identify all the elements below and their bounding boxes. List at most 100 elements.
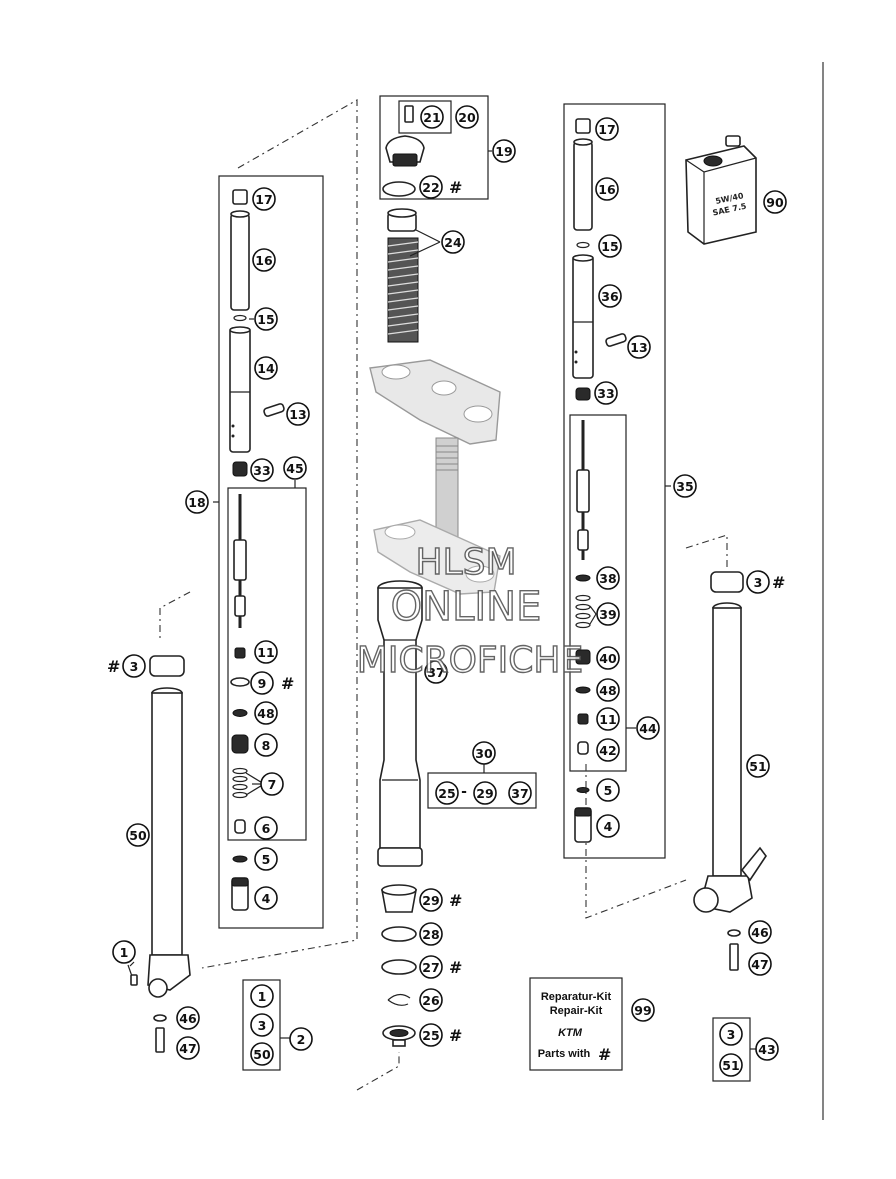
right-spring-33 [575,387,591,401]
callout-c51b: 51 [719,1053,743,1077]
callout-label-c27: 27 [422,960,439,975]
left-bolt-47 [155,1027,165,1053]
callout-label-c39: 39 [599,607,616,622]
callout-label-c9: 9 [258,676,267,691]
callout-c26: 26 [419,988,443,1012]
callout-label-c19: 19 [495,144,512,159]
callout-c17a: 17 [252,187,276,211]
callout-c90: 90 [763,190,787,214]
callout-c29a: 29 [473,781,497,805]
callout-c35: 35 [673,474,697,498]
callout-c6: 6 [254,816,278,840]
callout-label-c99: 99 [634,1003,651,1018]
center-clip-26 [387,993,411,1006]
hash-25: # [449,1026,462,1045]
watermark: HLSM ONLINE MICROFICHE [356,541,584,681]
callout-label-c11a: 11 [257,645,274,660]
right-washer-48 [575,686,591,694]
left-washer-9 [230,677,250,687]
center-seal-27 [381,959,417,975]
callout-c36: 36 [598,284,622,308]
callout-c14: 14 [254,356,278,380]
callout-label-c38: 38 [599,571,616,586]
center-group [356,95,537,1091]
hash-3-right: # [772,573,785,592]
callout-label-c25b: 25 [422,1028,439,1043]
right-shims-39 [575,594,591,602]
left-spring-33 [232,461,248,477]
right-valve-11 [577,713,589,725]
callout-label-c21: 21 [423,110,440,125]
callout-label-c3b: 3 [258,1018,267,1033]
callout-label-c51b: 51 [722,1058,739,1073]
callout-label-c29a: 29 [476,786,493,801]
callout-label-c3d: 3 [727,1027,736,1042]
callout-label-c26: 26 [422,993,440,1008]
left-valve-11 [234,647,246,659]
hash-22: # [449,178,462,197]
callout-label-c17b: 17 [598,122,615,137]
callout-c45: 45 [283,456,307,480]
callout-c37a: 37 [424,660,448,684]
callout-label-c90: 90 [766,195,784,210]
callout-label-c36: 36 [601,289,619,304]
callout-c16b: 16 [595,177,619,201]
callout-label-c46b: 46 [751,925,769,940]
callout-c44: 44 [636,716,660,740]
callout-label-c43: 43 [758,1042,775,1057]
right-cap-17 [575,118,591,134]
callout-label-c17a: 17 [255,192,272,207]
hash-29: # [449,891,462,910]
callout-label-c25a: 25 [438,786,455,801]
left-tube-16 [230,213,250,311]
left-piston-8 [231,734,249,754]
callout-label-c1a: 1 [120,945,129,960]
left-tube-dash [159,591,191,640]
right-cartridge-box [563,103,666,859]
right-washer-38 [575,574,591,582]
hash-27: # [449,958,462,977]
callout-label-c29b: 29 [422,893,439,908]
callout-label-c7: 7 [268,777,277,792]
hash-9: # [281,674,294,693]
left-pin-13 [263,403,285,417]
callout-c50b: 50 [250,1042,274,1066]
callout-c51a: 51 [746,754,770,778]
callout-c5a: 5 [254,847,278,871]
callout-label-c14: 14 [257,361,275,376]
right-outer-tube-51 [712,607,742,877]
callout-c11a: 11 [254,640,278,664]
right-tube-36 [572,255,594,379]
left-dash-outline [201,99,358,969]
callout-label-c22: 22 [422,180,439,195]
callout-c99: 99 [631,998,655,1022]
callout-c1a: 1 [112,940,136,964]
callout-c19: 19 [492,139,516,163]
left-cap-3 [149,655,185,677]
right-tube-16 [573,141,593,231]
hash-marks: # # # # # # # [107,178,785,1045]
left-nut-6 [234,819,246,834]
callout-c7: 7 [260,772,284,796]
callout-c21: 21 [420,105,444,129]
callout-label-c37b: 37 [511,786,528,801]
center-bolt-box [398,100,452,134]
right-damper-box [569,414,627,772]
callout-c15a: 15 [254,307,278,331]
callout-c33b: 33 [594,381,618,405]
repair-kit-box [529,977,623,1071]
repair-kit-brand-logo: KTM [558,1027,583,1039]
callout-c4b: 4 [596,814,620,838]
center-kit-box [427,772,537,809]
callout-label-c1b: 1 [258,989,267,1004]
callout-c24: 24 [441,230,465,254]
callout-c43: 43 [755,1037,779,1061]
callout-label-c40: 40 [599,651,617,666]
callout-c38: 38 [596,566,620,590]
callout-label-c6: 6 [262,821,271,836]
callout-label-c45: 45 [286,461,303,476]
callout-label-c30: 30 [475,746,493,761]
hash-3-left: # [107,657,120,676]
callout-label-c33b: 33 [597,386,614,401]
